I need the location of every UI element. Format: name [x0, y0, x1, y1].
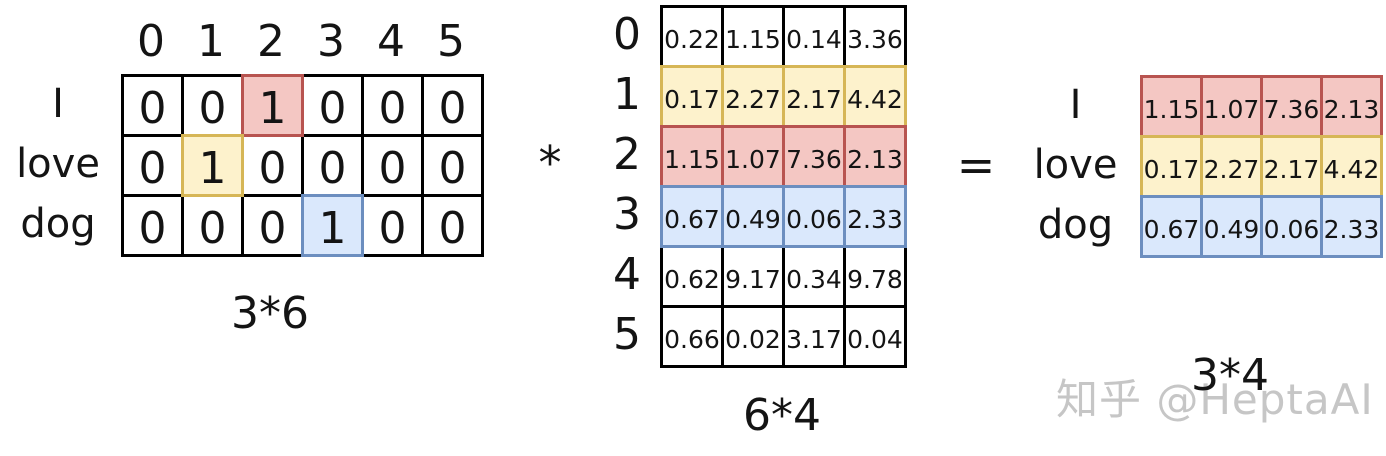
multiply-operator: *: [538, 136, 562, 190]
matrix-cell: 4.42: [1320, 135, 1383, 198]
matrix-cell: 7.36: [782, 125, 846, 188]
matrix-cell: 3.36: [843, 5, 907, 68]
left-matrix-column-header: 5: [437, 16, 465, 67]
matrix-cell: 0: [241, 194, 304, 257]
matrix-cell: 1.15: [660, 125, 724, 188]
matrix-cell: 0: [181, 194, 244, 257]
result-matrix-row-label: love: [1033, 142, 1118, 188]
matrix-cell: 0: [241, 134, 304, 197]
matrix-cell: 0: [301, 74, 364, 137]
matrix-cell: 0: [421, 134, 484, 197]
middle-matrix-row-label: 3: [613, 189, 641, 240]
matrix-cell: 0: [181, 74, 244, 137]
matrix-cell: 2.33: [843, 185, 907, 248]
matrix-cell: 0.14: [782, 5, 846, 68]
result-matrix-dim-label: 3*4: [1191, 350, 1269, 401]
matrix-cell: 0.17: [660, 65, 724, 128]
matrix-cell: 0.62: [660, 245, 724, 308]
matrix-cell: 0: [361, 194, 424, 257]
matrix-cell: 2.27: [1200, 135, 1263, 198]
matrix-cell: 2.27: [721, 65, 785, 128]
middle-matrix-row-label: 2: [613, 129, 641, 180]
matrix-cell: 2.17: [1260, 135, 1323, 198]
matrix-cell: 1: [241, 74, 304, 137]
middle-matrix-row-label: 5: [613, 309, 641, 360]
left-matrix-row-label: dog: [20, 201, 96, 247]
matrix-cell: 0: [421, 74, 484, 137]
middle-matrix-row-label: 0: [613, 9, 641, 60]
left-matrix-column-header: 1: [197, 16, 225, 67]
matrix-cell: 2.13: [1320, 75, 1383, 138]
matrix-cell: 1: [301, 194, 364, 257]
matrix-cell: 0: [301, 134, 364, 197]
matrix-cell: 0.22: [660, 5, 724, 68]
matrix-cell: 4.42: [843, 65, 907, 128]
result-matrix-row-label: I: [1069, 82, 1082, 128]
matrix-cell: 0: [361, 74, 424, 137]
matrix-cell: 0.06: [782, 185, 846, 248]
middle-matrix-dim-label: 6*4: [743, 390, 821, 441]
matrix-cell: 0.66: [660, 305, 724, 368]
matrix-cell: 0.02: [721, 305, 785, 368]
matrix-cell: 1.07: [721, 125, 785, 188]
watermark-text: 知乎 @HeptaAI: [1056, 375, 1374, 424]
middle-matrix-row-label: 4: [613, 249, 641, 300]
matrix-cell: 1.15: [1140, 75, 1203, 138]
result-matrix-row-label: dog: [1037, 202, 1114, 248]
matrix-cell: 2.13: [843, 125, 907, 188]
matrix-cell: 2.33: [1320, 195, 1383, 258]
left-matrix-column-header: 4: [377, 16, 405, 67]
left-matrix-dim-label: 3*6: [231, 288, 309, 339]
matrix-cell: 0.34: [782, 245, 846, 308]
matrix-cell: 7.36: [1260, 75, 1323, 138]
middle-matrix-row-label: 1: [613, 69, 641, 120]
left-matrix-column-header: 0: [137, 16, 165, 67]
matrix-cell: 0.04: [843, 305, 907, 368]
matrix-cell: 9.17: [721, 245, 785, 308]
matrix-cell: 2.17: [782, 65, 846, 128]
left-matrix-row-label: I: [52, 81, 64, 127]
matrix-cell: 0.06: [1260, 195, 1323, 258]
matrix-cell: 0: [121, 74, 184, 137]
matrix-cell: 0.49: [721, 185, 785, 248]
matrix-cell: 0: [361, 134, 424, 197]
left-matrix-column-header: 3: [317, 16, 345, 67]
matrix-cell: 9.78: [843, 245, 907, 308]
matrix-cell: 0: [121, 134, 184, 197]
matrix-cell: 1.15: [721, 5, 785, 68]
left-matrix-column-header: 2: [257, 16, 285, 67]
matrix-cell: 3.17: [782, 305, 846, 368]
equals-operator: =: [956, 138, 996, 192]
matrix-cell: 1: [181, 134, 244, 197]
matrix-cell: 0.17: [1140, 135, 1203, 198]
left-matrix-row-label: love: [16, 141, 100, 187]
matrix-cell: 0.67: [1140, 195, 1203, 258]
matrix-cell: 0.67: [660, 185, 724, 248]
matrix-cell: 0: [421, 194, 484, 257]
matrix-cell: 1.07: [1200, 75, 1263, 138]
matrix-cell: 0.49: [1200, 195, 1263, 258]
matrix-cell: 0: [121, 194, 184, 257]
